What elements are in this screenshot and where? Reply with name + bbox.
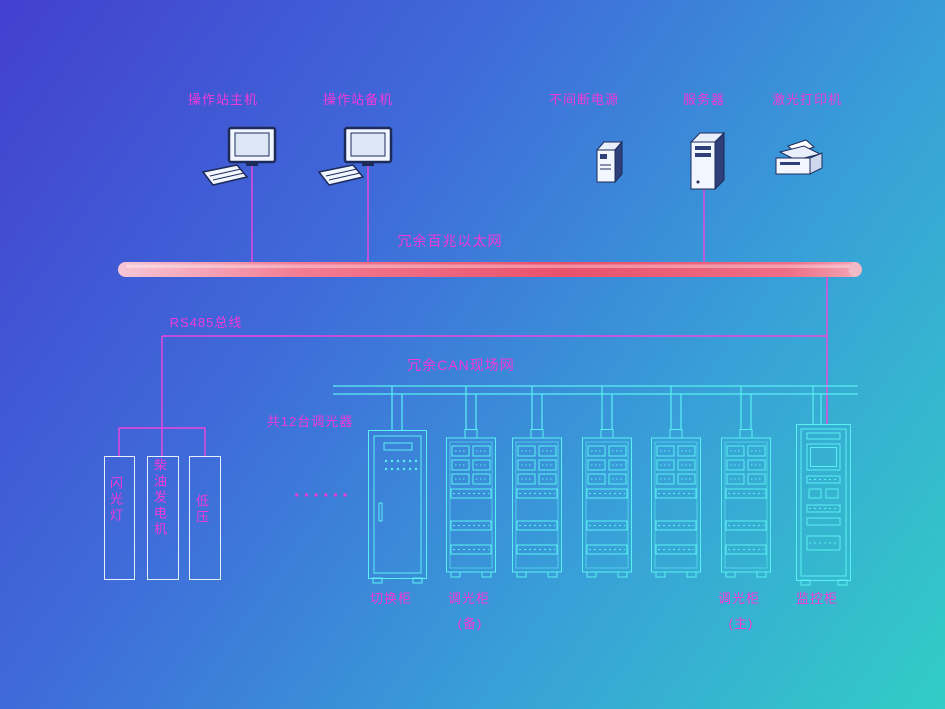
panel-flash-lamp: [104, 456, 135, 580]
label-dimmer-backup-note: (备): [457, 616, 483, 631]
label-workstation-main: 操作站主机: [187, 92, 259, 107]
monitor-cabinet: [796, 424, 851, 586]
note-dimmer-count: 共12台调光器: [266, 414, 354, 429]
workstation-main-icon: [201, 126, 277, 187]
label-monitor-cabinet: 监控柜: [795, 591, 839, 606]
dimmer-cabinet-1: [446, 429, 496, 578]
label-dimmer-main-note: (主): [728, 616, 754, 631]
ups-icon: [595, 140, 624, 184]
ellipsis-more-cabinets: ······: [294, 485, 352, 507]
label-workstation-backup: 操作站备机: [322, 92, 394, 107]
left-panels: [104, 456, 221, 580]
label-server: 服务器: [682, 92, 726, 107]
label-flash-lamp: 闪光灯: [108, 476, 123, 524]
label-ethernet-network: 冗余百兆以太网: [397, 233, 503, 249]
magenta-links: [118, 166, 828, 456]
label-dimmer-cabinet-backup: 调光柜: [447, 591, 491, 606]
label-rs485-bus: RS485总线: [169, 315, 243, 330]
dimmer-cabinet-2: [512, 429, 562, 578]
label-low-voltage: 低压: [194, 494, 209, 526]
label-printer: 激光打印机: [771, 92, 843, 107]
ethernet-bus: [118, 262, 862, 277]
panel-low-voltage: [189, 456, 221, 580]
dimmer-cabinet-4: [651, 429, 701, 578]
workstation-backup-icon: [317, 126, 393, 187]
label-can-network: 冗余CAN现场网: [407, 357, 515, 373]
label-diesel-generator: 柴油发电机: [152, 458, 167, 538]
dimmer-cabinet-5: [721, 429, 771, 578]
label-ups: 不间断电源: [548, 92, 620, 107]
switch-cabinet: [368, 430, 427, 584]
label-dimmer-cabinet-main: 调光柜: [717, 591, 761, 606]
server-icon: [689, 131, 726, 191]
dimmer-cabinet-3: [582, 429, 632, 578]
can-network-lines: [333, 385, 858, 430]
label-switch-cabinet: 切换柜: [369, 591, 413, 606]
panel-diesel-generator: [147, 456, 179, 580]
printer-icon: [775, 139, 823, 175]
